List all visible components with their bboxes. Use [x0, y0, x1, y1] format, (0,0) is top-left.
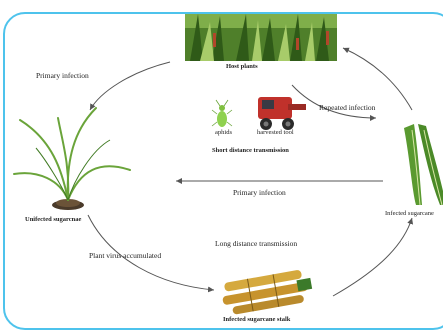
- aphids-label: aphids: [215, 130, 232, 137]
- infected-stalk-label: Infected sugarcane stalk: [223, 317, 290, 324]
- arrow-host-to-uninfected: [90, 62, 170, 110]
- arrow-stalk-to-infected: [333, 218, 412, 296]
- plant-virus-accumulated-label: Plant virus accumulated: [89, 252, 161, 260]
- infected-sugarcane-label: Infected sugarcane: [385, 211, 434, 218]
- uninfected-sugarcane-label: Unifected sugarcnae: [25, 217, 81, 224]
- primary-infection-middle-label: Primary infection: [233, 189, 286, 197]
- short-distance-caption: Short distance transmission: [212, 148, 289, 155]
- infected-sugarcane-image: [404, 124, 443, 205]
- long-distance-label: Long distance transmission: [215, 240, 297, 248]
- arrow-infected-to-host: [343, 48, 412, 110]
- host-plants-label: Host plants: [226, 64, 258, 71]
- arrow-host-to-infected-repeated: [292, 85, 376, 118]
- repeated-infection-label: Repeated infection: [319, 104, 375, 112]
- uninfected-sugarcane-image: [14, 108, 130, 210]
- aphid-image: [212, 100, 232, 127]
- host-plants-image: [185, 14, 337, 61]
- infected-stalk-image: [220, 268, 314, 316]
- harvested-tool-image: [258, 97, 306, 130]
- primary-infection-top-label: Primary infection: [36, 72, 89, 80]
- harvested-tool-label: harvested tool: [257, 130, 294, 137]
